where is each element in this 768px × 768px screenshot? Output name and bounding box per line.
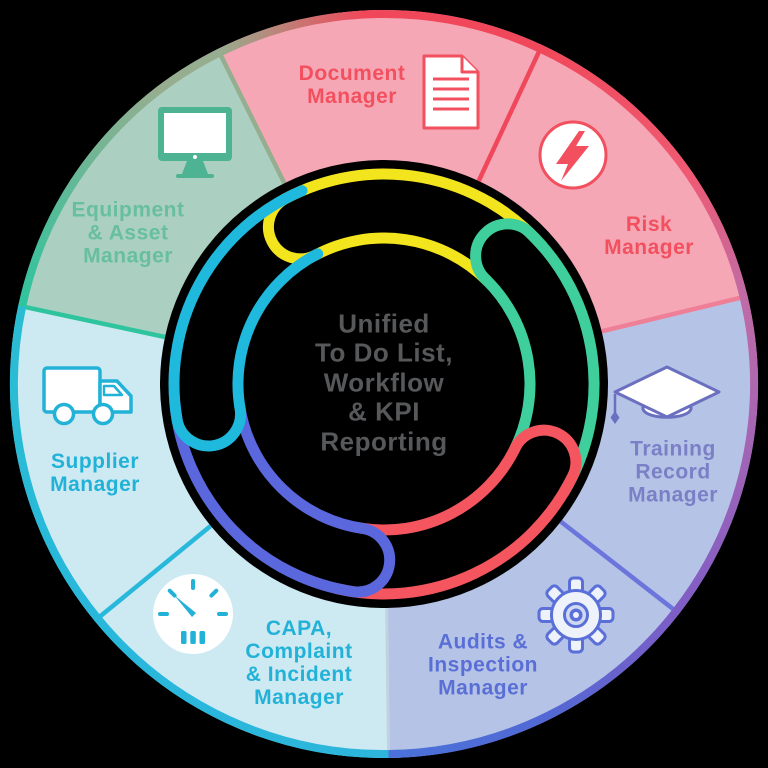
divider-training-audits <box>559 519 681 616</box>
divider-supplier-equipment <box>17 303 166 340</box>
outer-ring-risk <box>538 45 748 298</box>
segment-label-equipment-asset-manager: Equipment & Asset Manager <box>71 198 185 268</box>
truck-icon <box>42 366 133 426</box>
outer-ring-supplier <box>9 305 101 621</box>
segment-label-document-manager: Document Manager <box>298 61 406 108</box>
document-icon <box>422 54 480 130</box>
cyan-cycle-arrow <box>168 185 324 452</box>
monitor-icon <box>158 107 232 178</box>
divider-equipment-document <box>215 47 287 185</box>
outer-ring-training <box>672 296 758 614</box>
segment-risk-manager <box>478 45 748 332</box>
divider-audits-capa <box>385 607 391 759</box>
outer-ring-equipment <box>18 49 222 308</box>
center-hub-title: Unified To Do List, Workflow & KPI Repor… <box>315 308 453 457</box>
gear-icon <box>537 576 615 654</box>
segment-label-audits-inspection-manager: Audits & Inspection Manager <box>427 630 539 700</box>
segment-label-supplier-manager: Supplier Manager <box>50 449 140 496</box>
graduation-cap-icon <box>610 365 721 424</box>
segment-training-record-manager <box>560 296 758 614</box>
segment-label-risk-manager: Risk Manager <box>604 212 694 259</box>
segment-document-manager <box>217 9 543 184</box>
yellow-cycle-arrow <box>263 168 548 287</box>
outer-ring-audits <box>388 608 680 758</box>
segment-label-training-record-manager: Training Record Manager <box>628 437 718 507</box>
outer-ring-document <box>217 10 543 57</box>
gauge-icon <box>153 574 233 654</box>
divider-capa-supplier <box>93 524 213 623</box>
segment-audits-inspection-manager <box>386 521 680 758</box>
red-cycle-arrow <box>331 424 582 600</box>
divider-risk-training <box>601 293 749 334</box>
segment-label-capa-complaint-incident-manager: CAPA, Complaint & Incident Manager <box>245 616 353 710</box>
lightning-icon <box>538 120 608 190</box>
divider-document-risk <box>476 44 545 182</box>
blue-cycle-arrow <box>169 396 396 598</box>
outer-ring-capa <box>94 615 389 759</box>
teal-cycle-arrow <box>470 218 600 498</box>
